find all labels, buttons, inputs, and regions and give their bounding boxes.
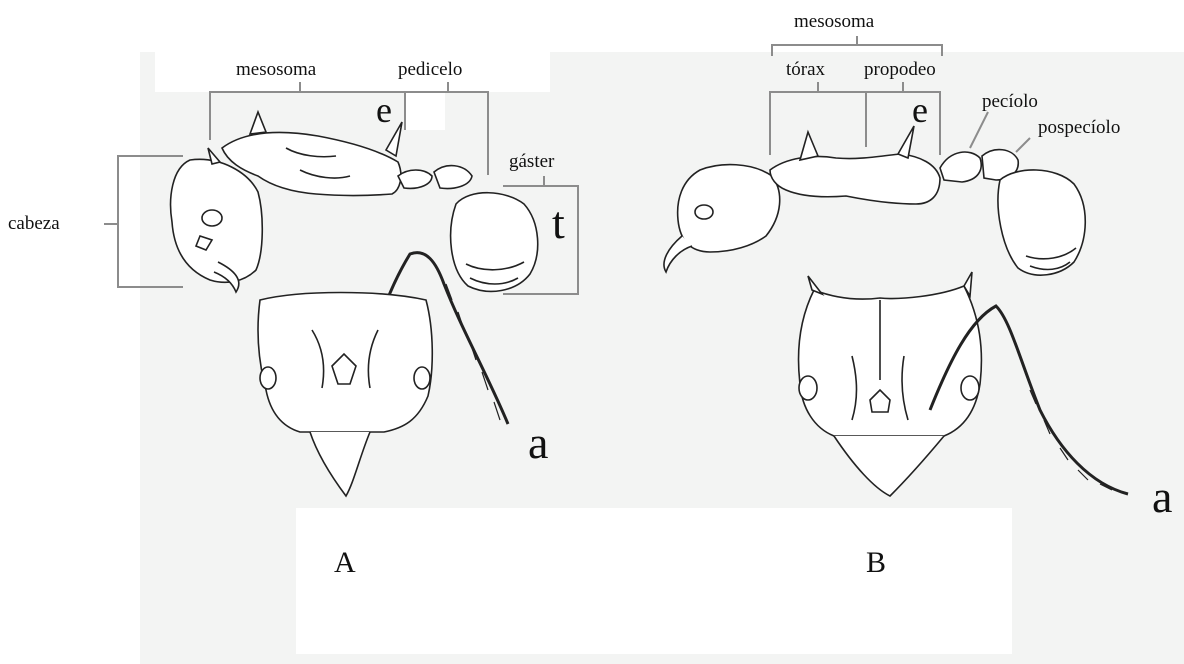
label-e-b: e	[912, 92, 928, 128]
bracket-mesosoma-b	[772, 45, 942, 56]
label-a-b: a	[1152, 474, 1172, 520]
label-t: t	[552, 200, 565, 246]
bracket-pedicelo	[405, 92, 488, 175]
panel-label-b: B	[866, 548, 886, 578]
ant-b-head-frontal	[799, 272, 1128, 496]
ant-b-petiole	[940, 152, 981, 182]
ant-b-lateral	[664, 126, 1085, 275]
leader-peciolo	[970, 112, 988, 148]
ant-a-petiole	[398, 170, 432, 188]
label-torax: tórax	[786, 60, 825, 79]
ant-b-head	[678, 165, 780, 252]
label-mesosoma-b: mesosoma	[794, 12, 874, 31]
label-peciolo: pecíolo	[982, 92, 1038, 111]
label-a-a: a	[528, 420, 548, 466]
panel-label-a: A	[334, 548, 356, 578]
label-propodeo: propodeo	[864, 60, 936, 79]
label-e-a: e	[376, 92, 392, 128]
label-gaster: gáster	[509, 152, 554, 171]
ant-a-postpetiole	[434, 166, 472, 189]
label-cabeza: cabeza	[8, 214, 60, 233]
label-mesosoma-a: mesosoma	[236, 60, 316, 79]
ant-a-head-frontal	[258, 293, 432, 497]
label-pospeciolo: pospecíolo	[1038, 118, 1120, 137]
ant-a-gaster	[451, 193, 538, 292]
label-pedicelo: pedicelo	[398, 60, 462, 79]
leader-pospeciolo	[1016, 138, 1030, 152]
ant-b-mesosoma	[770, 154, 940, 204]
